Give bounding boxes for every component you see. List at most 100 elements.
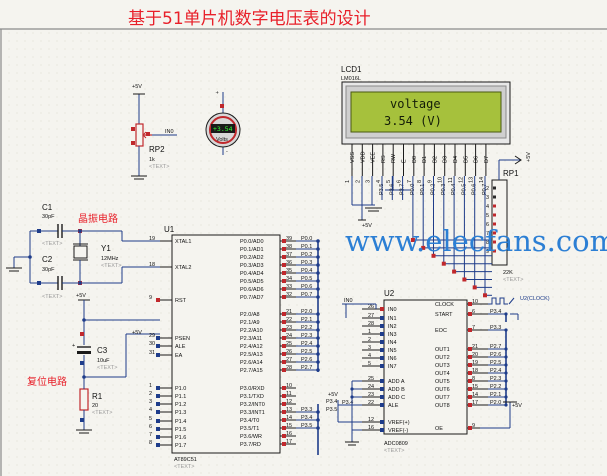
voltmeter-unit: Volts	[216, 137, 228, 143]
net-marker	[452, 269, 457, 274]
pin-marker	[282, 386, 286, 390]
svg-text:<TEXT>: <TEXT>	[384, 448, 404, 454]
u2-net-label: P3.4	[490, 309, 501, 315]
u2-pin-number: 5	[368, 361, 371, 367]
u2-pin-number: 19	[472, 360, 478, 366]
reset-circuit: +5V + C3 10uF <TEXT> 复位电路 R1 20 <TEXT> +…	[27, 293, 160, 434]
u1-pin-number: 33	[286, 284, 292, 290]
u1-net-label: P2.6	[301, 357, 312, 363]
lcd-pin-number: 1	[345, 180, 351, 183]
rp1-pin-number: 2	[486, 186, 489, 192]
lcd-part: LM016L	[341, 76, 361, 82]
lcd-pin-name: RS	[381, 155, 387, 163]
p3-net-label: P3.5	[326, 407, 337, 413]
u2-pin-number: 22	[368, 400, 374, 406]
u2-pin-number: 28	[368, 321, 374, 327]
pin-marker	[282, 271, 286, 275]
rp2-potentiometer: +5V IN0 RP2 1k <TEXT>	[131, 84, 177, 180]
u1-pin-number: 1	[149, 383, 152, 389]
u1-net-label: P0.2	[301, 252, 312, 258]
u2-pin-name: OUT4	[435, 371, 450, 377]
u1-pin-number: 18	[149, 262, 155, 268]
c1-ref: C1	[42, 203, 53, 212]
rp2-net-label: IN0	[165, 129, 174, 135]
u1-net-label: P2.7	[301, 365, 312, 371]
lcd-pin-number: 2	[355, 180, 361, 183]
pin-marker	[156, 386, 160, 390]
u1-pin-name: P2.2/A10	[240, 328, 263, 334]
lcd-pin-number: 3	[366, 180, 372, 183]
u1-net-label: P0.1	[301, 244, 312, 250]
u2-pin-number: 18	[472, 368, 478, 374]
lcd-pin-name: D0	[412, 156, 418, 163]
u1-net-label: P0.5	[301, 276, 312, 282]
pin-marker	[380, 395, 384, 399]
lcd-pin-name: D3	[443, 156, 449, 163]
lcd-pin-number: 5	[386, 180, 392, 183]
u1-pin-number: 27	[286, 357, 292, 363]
u1-net-label: P0.3	[301, 260, 312, 266]
u1-pin-number: 16	[286, 431, 292, 437]
u2-net-label: P3.3	[490, 325, 501, 331]
u1-net-label: P0.4	[301, 268, 312, 274]
u1-pin-name: P2.5/A13	[240, 352, 263, 358]
pin-marker	[468, 312, 472, 316]
rp1-pin-marker	[493, 249, 496, 253]
u1-pin-number: 13	[286, 407, 292, 413]
u2-pin-number: 24	[368, 384, 374, 390]
lcd-pin-number: 13	[469, 177, 475, 183]
svg-text:<TEXT>: <TEXT>	[174, 464, 194, 470]
u1-part: AT89C51	[174, 457, 197, 463]
pin-marker	[282, 247, 286, 251]
u1-pin-name: P2.1/A9	[240, 320, 260, 326]
lcd-pin-number: 11	[448, 177, 454, 183]
u1-pin-number: 8	[149, 440, 152, 446]
u2-pin-name: OUT6	[435, 387, 450, 393]
pin-marker	[282, 312, 286, 316]
lcd-pin-name: VEE	[371, 152, 377, 163]
rp1-pin-number: 3	[486, 195, 489, 201]
c3-ref: C3	[97, 346, 108, 355]
u1-net-label: P3.5	[301, 423, 312, 429]
pin-marker	[282, 279, 286, 283]
pin-marker	[282, 368, 286, 372]
lcd-pin-number: 12	[458, 177, 464, 183]
pin-marker	[380, 379, 384, 383]
u2-pin-number: 12	[368, 417, 374, 423]
u2-pin-number: 25	[368, 376, 374, 382]
u2-pin-number: 8	[472, 376, 475, 382]
net-marker	[483, 293, 487, 298]
u1-net-label: P2.1	[301, 317, 312, 323]
u1-pin-name: P1.1	[175, 394, 186, 400]
lcd-power-wiring: +5V	[351, 176, 410, 229]
u1-pin-name: P1.2	[175, 402, 186, 408]
r1-ref: R1	[92, 392, 103, 401]
u1-net-label: P3.4	[301, 415, 312, 421]
lcd-pin-name: VSS	[350, 152, 356, 163]
u1-pin-number: 14	[286, 415, 292, 421]
u2-pin-name: START	[435, 312, 453, 318]
u1-pin-name: P2.4/A12	[240, 344, 263, 350]
pin-marker	[468, 379, 472, 383]
u2-pin-name: ALE	[388, 403, 399, 409]
net-marker	[472, 285, 477, 290]
pin-marker	[156, 427, 160, 431]
lcd-line-2: 3.54 (V)	[384, 114, 442, 128]
vcc-label: +5V	[512, 403, 522, 409]
u1-pin-name: ALE	[175, 344, 186, 350]
u2-pin-name: IN5	[388, 348, 397, 354]
rp2-ref: RP2	[149, 145, 165, 154]
u1-pin-name: PSEN	[175, 336, 190, 342]
u2-pin-number: 7	[472, 325, 475, 331]
pin-marker	[282, 239, 286, 243]
vcc-label: +5V	[328, 392, 338, 398]
u1-pin-number: 10	[286, 383, 292, 389]
u2-pin-name: IN3	[388, 332, 397, 338]
pin-marker	[282, 442, 286, 446]
rp1-pin-marker	[493, 195, 496, 199]
svg-text:<TEXT>: <TEXT>	[97, 365, 117, 371]
u1-pin-name: P3.3/INT1	[240, 410, 265, 416]
